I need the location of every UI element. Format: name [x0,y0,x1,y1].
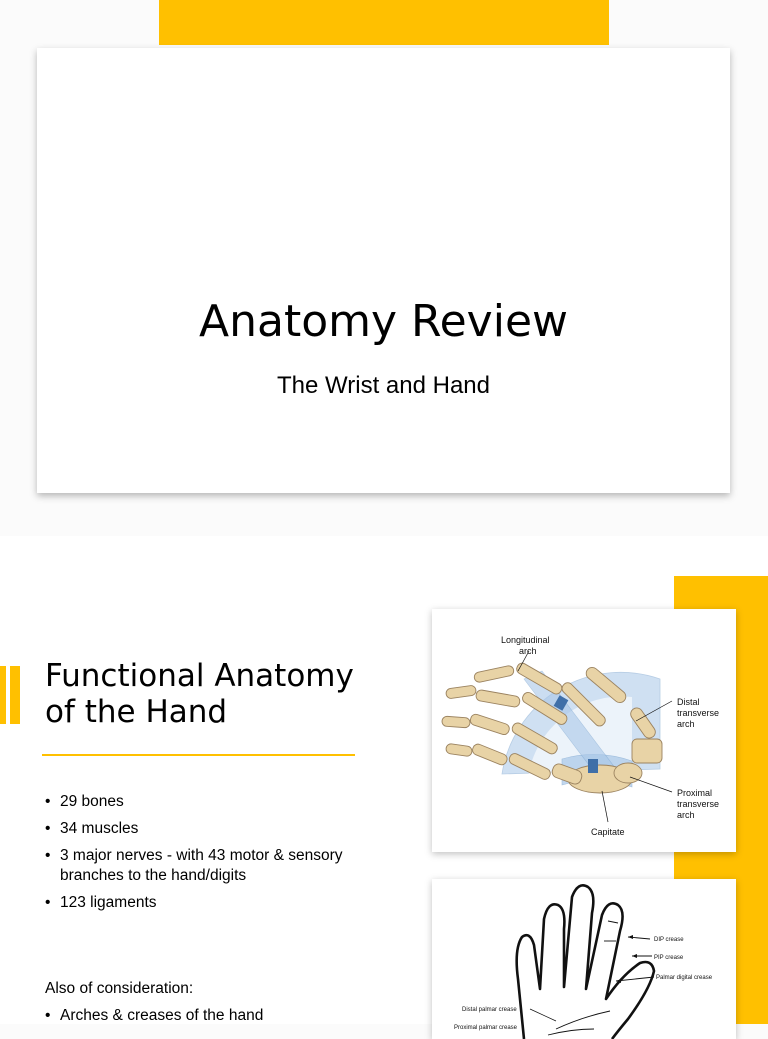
arch-highlight [553,695,569,711]
label-proximal-palmar-crease: Proximal palmar crease [454,1025,518,1031]
bullet-item: 3 major nerves - with 43 motor & sensory… [45,846,375,886]
left-accent-bar [0,666,6,724]
label-distal: transverse [677,708,719,718]
bullet-item: Arches & creases of the hand [45,1006,263,1026]
arrow-heads [616,935,637,983]
title-line: Functional Anatomy [45,658,354,694]
label-proximal: Proximal [677,788,712,798]
content-slide: Functional Anatomy of the Hand 29 bones … [0,536,768,1039]
label-dip-crease: DIP crease [654,937,684,943]
title-line: of the Hand [45,694,228,730]
label-capitate: Capitate [591,827,625,837]
consideration-label: Also of consideration: [45,980,194,997]
bullet-item: 123 ligaments [45,893,375,913]
leader-line [529,1008,557,1022]
bullet-item: 29 bones [45,792,375,812]
top-accent-bar [159,0,609,45]
label-distal: Distal [677,697,700,707]
finger-bones [441,662,663,794]
label-pip-crease: PIP crease [654,955,684,961]
left-accent-bar [10,666,20,724]
slide-title: Anatomy Review [199,296,568,347]
label-longitudinal: Longitudinal [501,635,550,645]
title-divider [42,754,355,756]
palm-creases-illustration: DIP crease PIP crease Palmar digital cre… [454,884,713,1039]
label-palmar-digital-crease: Palmar digital crease [656,975,713,981]
bullet-list: 29 bones 34 muscles 3 major nerves - wit… [45,792,375,920]
label-distal-palmar-crease: Distal palmar crease [462,1007,517,1013]
arch-highlight [588,759,598,773]
hand-arches-figure: Longitudinal arch Distal transverse arch… [432,609,736,852]
title-slide: Anatomy Review The Wrist and Hand [37,48,730,493]
label-distal: arch [677,719,695,729]
slide-title: Functional Anatomy of the Hand [45,658,405,730]
slide-subtitle: The Wrist and Hand [277,372,490,399]
palm-creases-figure: DIP crease PIP crease Palmar digital cre… [432,879,736,1039]
hand-outline [515,884,656,1039]
bullet-item: 34 muscles [45,819,375,839]
leader-lines [517,650,673,823]
bullet-list: Arches & creases of the hand [45,1006,263,1026]
label-proximal: arch [677,810,695,820]
label-proximal: transverse [677,799,719,809]
hand-arches-illustration: Longitudinal arch Distal transverse arch… [441,635,719,837]
label-longitudinal: arch [519,646,537,656]
